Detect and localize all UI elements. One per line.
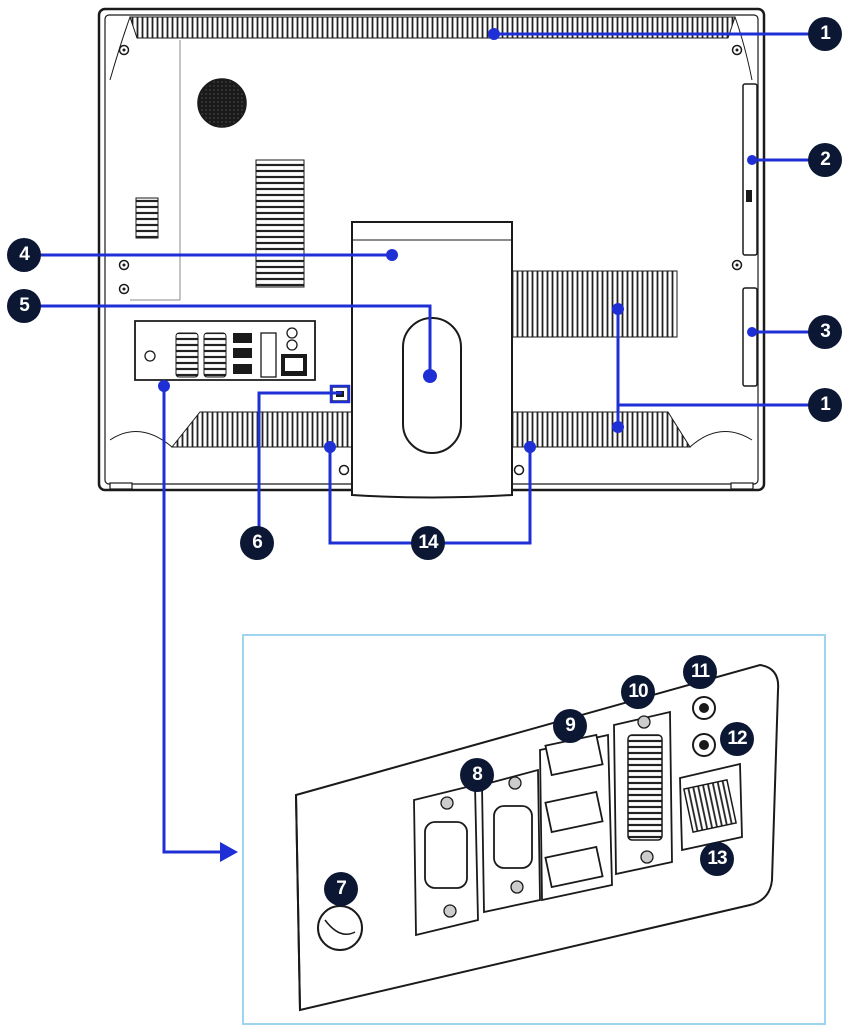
right-vent	[509, 270, 678, 338]
bottom-right-vent	[511, 411, 691, 448]
side-vent-small	[135, 197, 159, 239]
leader-dots	[158, 28, 757, 453]
stand	[351, 221, 513, 499]
arrow-head	[220, 842, 238, 862]
bottom-left-vent	[170, 411, 353, 448]
card-reader-slot	[742, 287, 758, 387]
io-panel-small	[134, 320, 316, 381]
leader-lines	[30, 32, 812, 854]
io-panel-detail	[294, 663, 780, 1012]
speaker-grille	[197, 78, 247, 128]
center-vent	[255, 159, 305, 288]
optical-drive	[742, 83, 758, 256]
